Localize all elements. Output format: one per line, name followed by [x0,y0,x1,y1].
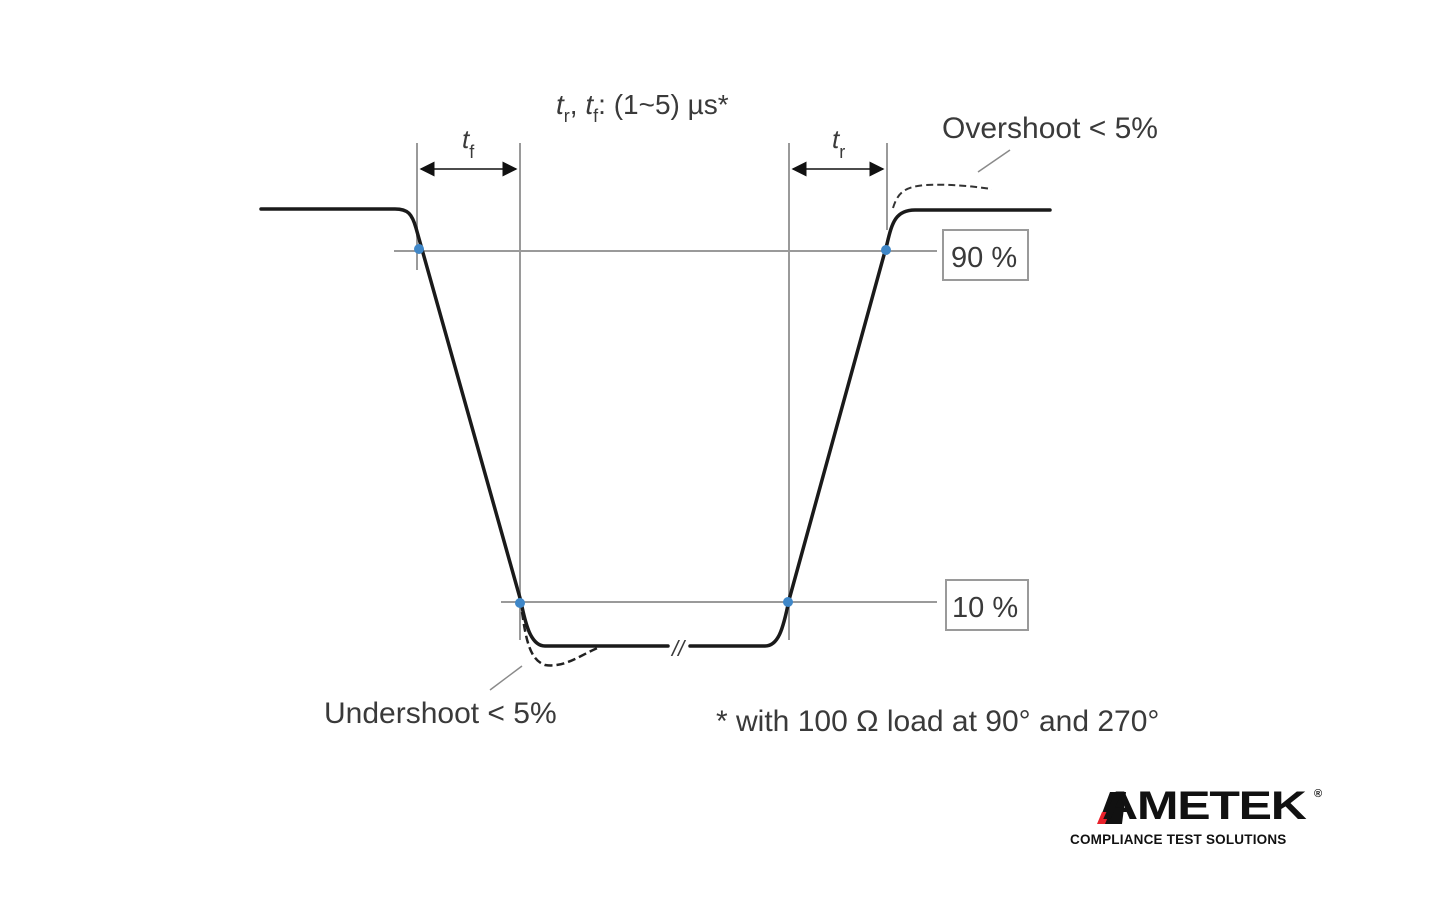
threshold-markers [414,244,891,608]
level-10-label: 10 % [952,592,1018,624]
marker-rise-90 [881,245,891,255]
waveform-trace [259,207,1052,648]
undershoot-leader [489,665,523,691]
overshoot-curve [892,183,993,209]
level-90-box [942,229,1029,281]
marker-fall-90 [414,244,424,254]
logo-brand: AMETEK [1102,784,1307,828]
level-90-label: 90 % [951,242,1017,274]
fall-time-label: tf [462,124,475,162]
logo-accent-icon [1097,792,1126,824]
level-10-box [945,579,1029,631]
time-break-mark: // [670,636,686,661]
undershoot-label: Undershoot < 5% [324,697,557,730]
load-footnote: * with 100 Ω load at 90° and 270° [716,705,1159,738]
marker-fall-10 [515,598,525,608]
vertical-guides [416,143,888,640]
rise-time-label: tr [832,124,845,162]
overshoot-label: Overshoot < 5% [942,112,1158,145]
timing-spec-title: tr, tf: (1~5) µs* [556,89,729,126]
logo-tagline: COMPLIANCE TEST SOLUTIONS [1070,832,1287,847]
marker-rise-10 [783,597,793,607]
ametek-logo: AMETEK ® COMPLIANCE TEST SOLUTIONS [1066,786,1356,847]
logo-registered-mark: ® [1314,788,1323,800]
overshoot-leader [977,149,1011,173]
undershoot-curve [520,611,601,667]
